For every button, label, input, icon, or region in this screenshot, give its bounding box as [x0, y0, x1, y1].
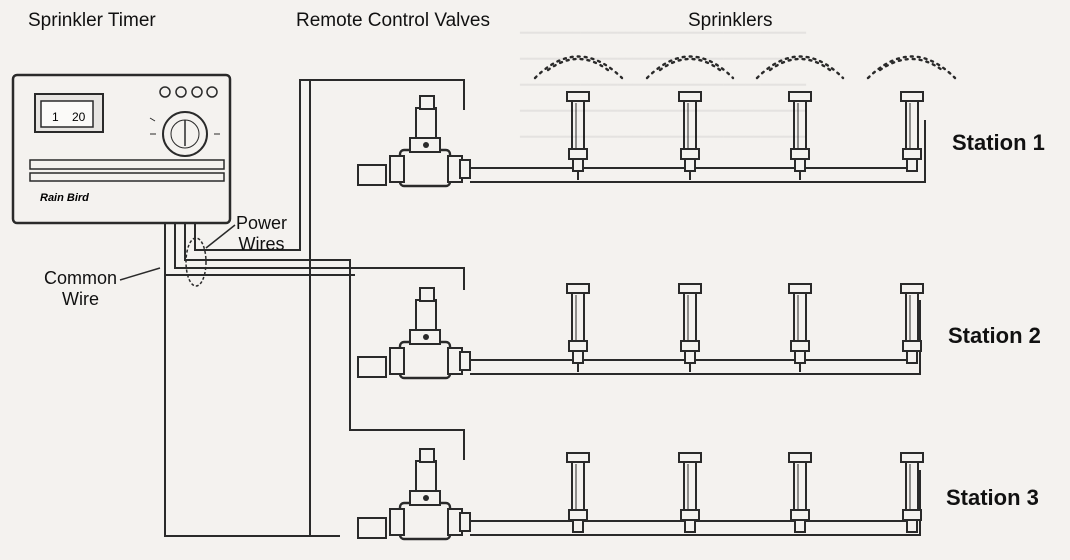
sprinkler-timer: 1 20 Rain Bird [11, 73, 232, 225]
main-supply-pipe [357, 164, 387, 539]
sprinkler-head [788, 283, 812, 364]
timer-display-minute: 20 [72, 110, 86, 124]
sprinklers-title: Sprinklers [688, 10, 773, 31]
valve-station-3 [388, 447, 472, 541]
sprinkler-head [900, 91, 924, 172]
sprinkler-head [678, 283, 702, 364]
sprinkler-head [678, 452, 702, 533]
sprinkler-head [566, 283, 590, 364]
timer-display-hour: 1 [52, 110, 59, 124]
callout-leaders [119, 224, 236, 281]
valve-station-1 [388, 94, 472, 188]
sprinkler-timer-title: Sprinkler Timer [28, 10, 156, 31]
sprinkler-head [788, 452, 812, 533]
common-wire-label: Common Wire [44, 268, 118, 309]
sprinkler-head [566, 452, 590, 533]
wires [164, 79, 465, 537]
station-1-label: Station 1 [952, 130, 1045, 155]
station-3-label: Station 3 [946, 485, 1039, 510]
station-2-label: Station 2 [948, 323, 1041, 348]
timer-brand-logo: Rain Bird [40, 192, 89, 204]
water-spray [533, 55, 957, 80]
lateral-pipes [470, 120, 926, 536]
power-wires-label: Power Wires [236, 213, 288, 254]
bleed-through-text: ━━━━━━━━━━━━━━━━━━━━━━━━━━━━━━━━━━━━━━━━… [520, 26, 806, 144]
sprinklers-station-2 [566, 283, 924, 364]
remote-control-valves-title: Remote Control Valves [296, 10, 490, 31]
valve-station-2 [388, 286, 472, 380]
